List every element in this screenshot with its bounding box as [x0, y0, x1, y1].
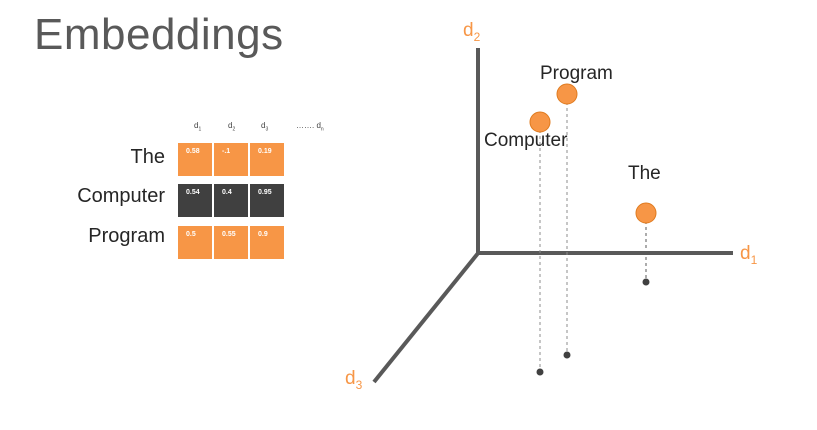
row-label-the: The — [130, 146, 165, 168]
embedding-cell: 0.54 — [178, 184, 212, 217]
embedding-cell: 0.55 — [214, 226, 248, 259]
point-label-computer: Computer — [484, 130, 568, 151]
embedding-cell: -.1 — [214, 143, 248, 176]
point-label-the: The — [628, 163, 661, 184]
axis-label-d3: d3 — [345, 368, 363, 392]
embedding-row-the: 0.58 -.1 0.19 — [178, 143, 286, 176]
embedding-row-computer: 0.54 0.4 0.95 — [178, 184, 286, 217]
point-computer — [529, 111, 551, 133]
point-program — [556, 83, 578, 105]
point-the — [635, 202, 657, 224]
column-header-dn: ……. dn — [296, 121, 324, 133]
row-label-computer: Computer — [77, 185, 165, 207]
axis-label-d1: d1 — [740, 243, 758, 267]
embedding-cell: 0.4 — [214, 184, 248, 217]
projection-dot-program — [563, 351, 571, 359]
axis-label-d2: d2 — [463, 20, 481, 44]
row-label-program: Program — [88, 225, 165, 247]
column-header-d1: d1 — [194, 121, 202, 133]
embedding-cell: 0.95 — [250, 184, 284, 217]
projection-dot-computer — [536, 368, 544, 376]
column-header-d3: d3 — [261, 121, 269, 133]
point-label-program: Program — [540, 63, 613, 84]
slide-title: Embeddings — [34, 10, 284, 59]
embedding-cell: 0.9 — [250, 226, 284, 259]
axis-d3 — [372, 250, 481, 384]
embedding-cell: 0.5 — [178, 226, 212, 259]
embedding-row-program: 0.5 0.55 0.9 — [178, 226, 286, 259]
projection-dot-the — [642, 278, 650, 286]
column-header-d2: d2 — [228, 121, 236, 133]
embedding-cell: 0.19 — [250, 143, 284, 176]
embedding-cell: 0.58 — [178, 143, 212, 176]
